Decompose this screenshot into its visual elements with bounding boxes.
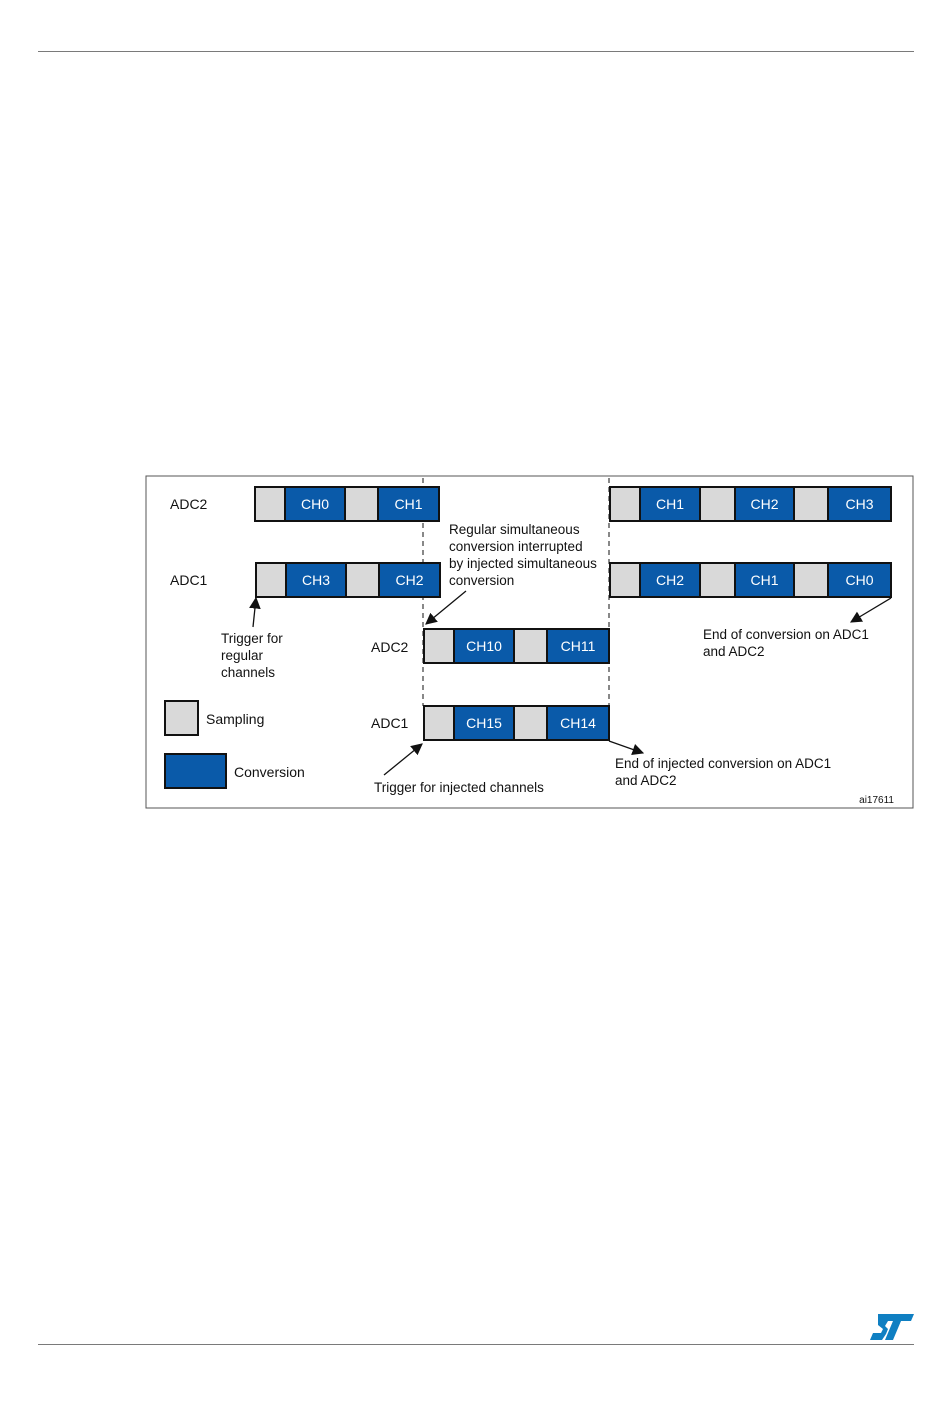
channel-label: CH11 xyxy=(561,638,596,654)
conversion-cell xyxy=(546,705,610,741)
channel-label: CH14 xyxy=(560,715,596,731)
figure-id: ai17611 xyxy=(859,795,894,806)
conversion-cell xyxy=(639,486,701,522)
header-rule xyxy=(38,51,914,52)
channel-label: CH1 xyxy=(656,496,684,512)
st-logo-icon xyxy=(870,1314,914,1340)
channel-label: CH2 xyxy=(750,496,778,512)
annotation-end-injected: End of injected conversion on ADC1 and A… xyxy=(615,756,835,788)
adc2-regular-sequence-before: CH0 CH1 xyxy=(254,486,440,522)
conversion-cell xyxy=(378,562,441,598)
channel-label: CH15 xyxy=(466,715,502,731)
annotation-trigger-regular: Trigger for regular channels xyxy=(221,631,287,680)
conversion-cell xyxy=(377,486,440,522)
row-label-adc2-regular: ADC2 xyxy=(170,496,208,512)
legend-sampling-swatch xyxy=(164,700,199,736)
legend-conversion-label: Conversion xyxy=(234,764,305,780)
conversion-cell xyxy=(284,486,346,522)
conversion-cell xyxy=(453,628,515,664)
row-label-adc1-injected: ADC1 xyxy=(371,715,409,731)
legend-sampling-label: Sampling xyxy=(206,711,264,727)
sampling-cell xyxy=(254,486,286,522)
sampling-cell xyxy=(609,562,641,598)
arrow-trigger-regular xyxy=(249,596,261,628)
channel-label: CH3 xyxy=(845,496,873,512)
adc1-regular-sequence-before: CH3 CH2 xyxy=(255,562,441,598)
sampling-cell xyxy=(345,562,380,598)
sampling-cell xyxy=(513,705,548,741)
sampling-cell xyxy=(423,628,455,664)
conversion-cell xyxy=(453,705,515,741)
annotation-end-conversion: End of conversion on ADC1 and ADC2 xyxy=(703,627,873,659)
sampling-cell xyxy=(513,628,548,664)
channel-label: CH10 xyxy=(466,638,502,654)
arrow-trigger-injected xyxy=(383,743,423,776)
arrow-end-conversion xyxy=(849,597,892,623)
conversion-cell xyxy=(285,562,347,598)
adc2-injected-sequence: CH10 CH11 xyxy=(423,628,610,664)
conversion-cell xyxy=(546,628,610,664)
channel-label: CH1 xyxy=(750,572,778,588)
channel-label: CH2 xyxy=(656,572,684,588)
figure-frame xyxy=(145,475,914,809)
footer-rule xyxy=(38,1344,914,1345)
sampling-cell xyxy=(609,486,641,522)
sampling-cell xyxy=(793,562,829,598)
adc2-regular-sequence-after: CH1 CH2 CH3 xyxy=(609,486,892,522)
sampling-cell xyxy=(423,705,455,741)
channel-label: CH2 xyxy=(395,572,423,588)
arrow-interrupted xyxy=(425,590,467,625)
channel-label: CH1 xyxy=(394,496,422,512)
sampling-cell xyxy=(699,562,736,598)
arrow-end-injected xyxy=(608,740,645,756)
conversion-cell xyxy=(827,562,892,598)
sampling-cell xyxy=(793,486,829,522)
sampling-cell xyxy=(255,562,287,598)
conversion-cell xyxy=(827,486,892,522)
annotation-trigger-injected: Trigger for injected channels xyxy=(374,780,544,795)
sampling-cell xyxy=(344,486,379,522)
conversion-cell xyxy=(639,562,701,598)
channel-label: CH0 xyxy=(301,496,329,512)
channel-label: CH0 xyxy=(845,572,873,588)
conversion-cell xyxy=(734,486,795,522)
row-label-adc2-injected: ADC2 xyxy=(371,639,409,655)
channel-label: CH3 xyxy=(302,572,330,588)
sampling-cell xyxy=(699,486,736,522)
legend-conversion-swatch xyxy=(164,753,227,789)
adc1-regular-sequence-after: CH2 CH1 CH0 xyxy=(609,562,892,598)
row-label-adc1-regular: ADC1 xyxy=(170,572,208,588)
adc1-injected-sequence: CH15 CH14 xyxy=(423,705,610,741)
annotation-interrupted: Regular simultaneous conversion interrup… xyxy=(449,522,601,588)
